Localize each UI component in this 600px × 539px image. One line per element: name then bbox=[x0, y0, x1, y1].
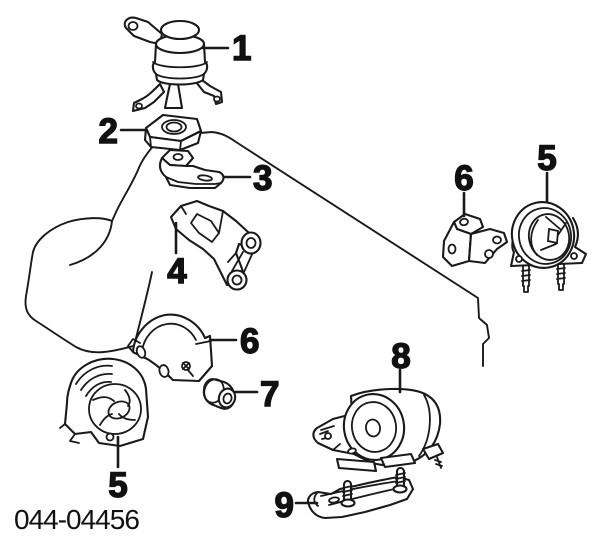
callout-1: 1 bbox=[232, 29, 251, 68]
callout-6-mid: 6 bbox=[240, 322, 259, 361]
figure-code: 044-04456 bbox=[14, 504, 139, 535]
part-drawing-5-left bbox=[59, 357, 150, 448]
callout-9: 9 bbox=[275, 486, 294, 525]
callout-6-right: 6 bbox=[454, 159, 473, 198]
leader-lines bbox=[116, 46, 549, 505]
part-drawing-2 bbox=[143, 113, 203, 152]
callouts: 1 2 3 4 6 5 6 7 5 8 9 bbox=[98, 28, 558, 525]
callout-2: 2 bbox=[99, 112, 118, 151]
callout-4: 4 bbox=[167, 252, 187, 291]
part-drawing-1 bbox=[123, 16, 224, 113]
callout-5-right: 5 bbox=[537, 139, 556, 178]
part-drawing-6-right bbox=[441, 212, 509, 268]
engine-outline bbox=[24, 143, 156, 354]
part-drawing-5-right bbox=[509, 201, 588, 293]
part-drawing-3 bbox=[158, 148, 225, 190]
callout-7: 7 bbox=[260, 375, 279, 414]
part-drawing-6-mid bbox=[127, 313, 214, 383]
part-drawing-7 bbox=[202, 377, 237, 410]
callout-8: 8 bbox=[391, 337, 410, 376]
engine-knob-arc bbox=[69, 220, 113, 266]
part-drawing-8 bbox=[312, 387, 445, 473]
part-drawing-9 bbox=[306, 466, 415, 520]
callout-3: 3 bbox=[253, 159, 272, 198]
part-drawing-4 bbox=[169, 199, 262, 291]
callout-5-left: 5 bbox=[108, 466, 127, 505]
